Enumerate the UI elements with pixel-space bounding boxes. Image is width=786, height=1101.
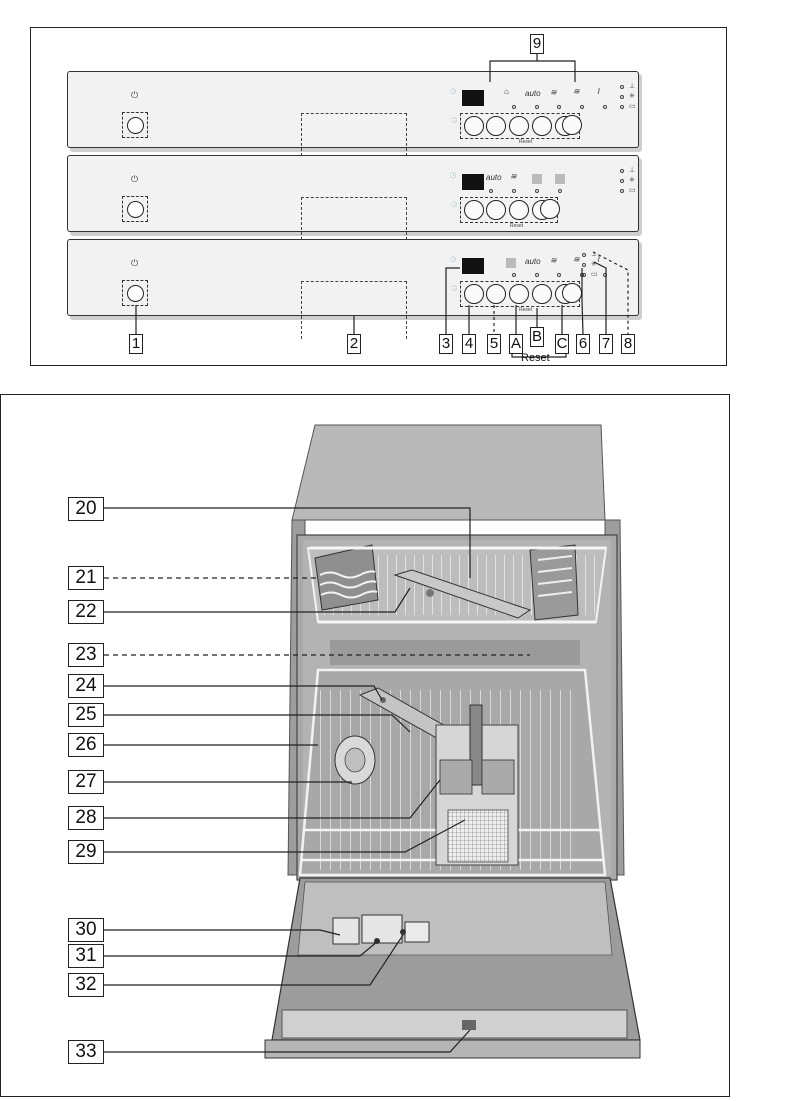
callout-26: 26 <box>68 733 104 757</box>
callout-31: 31 <box>68 944 104 968</box>
callout-30: 30 <box>68 918 104 942</box>
callout-32: 32 <box>68 973 104 997</box>
callout-28: 28 <box>68 806 104 830</box>
callout-24: 24 <box>68 674 104 698</box>
callout-33: 33 <box>68 1040 104 1064</box>
callout-27: 27 <box>68 770 104 794</box>
callout-22: 22 <box>68 600 104 624</box>
callout-20: 20 <box>68 497 104 521</box>
callout-21: 21 <box>68 566 104 590</box>
callout-25: 25 <box>68 703 104 727</box>
callout-23: 23 <box>68 643 104 667</box>
callout-29: 29 <box>68 840 104 864</box>
